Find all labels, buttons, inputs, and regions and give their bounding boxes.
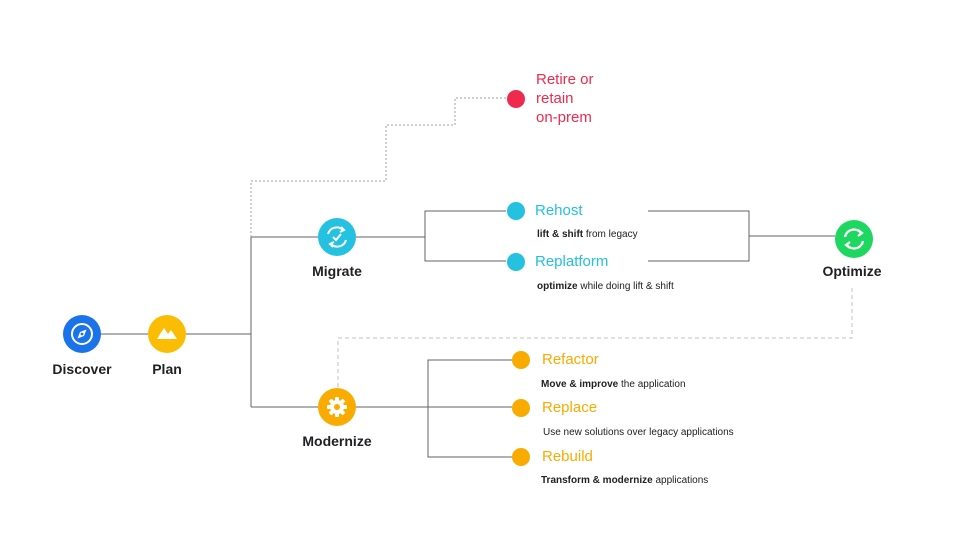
retire-dot <box>507 90 525 108</box>
replatform-dot <box>507 253 525 271</box>
rehost-desc-rest: from legacy <box>583 229 638 240</box>
modernize-label: Modernize <box>302 433 372 449</box>
retire-label: Retire or retain on-prem <box>536 70 594 127</box>
replatform-title: Replatform <box>535 253 609 270</box>
replatform-desc-rest: while doing lift & shift <box>577 281 674 292</box>
sync-check-icon <box>327 226 347 248</box>
rehost-dot <box>507 202 525 220</box>
discover-node <box>63 315 101 353</box>
retire-line-3: on-prem <box>536 109 592 126</box>
migrate-label: Migrate <box>312 263 362 279</box>
replace-dot <box>512 399 530 417</box>
discover-label: Discover <box>52 361 112 377</box>
replace-title: Replace <box>542 399 598 416</box>
optimize-node <box>835 220 873 258</box>
plan-node <box>148 315 186 353</box>
replace-desc-rest: Use new solutions over legacy applicatio… <box>543 427 734 438</box>
rehost-title: Rehost <box>535 202 583 219</box>
modernize-split <box>427 359 512 458</box>
refactor-title: Refactor <box>542 351 599 368</box>
optimize-label: Optimize <box>822 263 882 279</box>
plan-label: Plan <box>152 361 182 377</box>
compass-icon <box>71 323 93 345</box>
retire-line-2: retain <box>536 90 574 107</box>
migrate-node <box>318 218 356 256</box>
retire-dotted-connector <box>250 97 506 237</box>
refactor-description: Move & improve the application <box>541 379 686 390</box>
migrate-split <box>424 210 506 262</box>
rebuild-desc-rest: applications <box>652 475 709 486</box>
gear-icon <box>327 397 347 417</box>
refactor-dot <box>512 351 530 369</box>
replatform-description: optimize while doing lift & shift <box>537 281 674 292</box>
rehost-desc-bold: lift & shift <box>537 229 584 240</box>
rebuild-dot <box>512 448 530 466</box>
refactor-desc-rest: the application <box>618 379 686 390</box>
optimize-feedback-dashed <box>337 288 853 388</box>
refresh-icon <box>843 228 865 250</box>
replatform-desc-bold: optimize <box>537 281 578 292</box>
mountain-icon <box>157 328 177 339</box>
modernize-node <box>318 388 356 426</box>
rebuild-desc-bold: Transform & modernize <box>541 475 653 486</box>
rehost-description: lift & shift from legacy <box>537 229 638 240</box>
optimize-merge <box>648 210 750 262</box>
rebuild-description: Transform & modernize applications <box>541 475 708 486</box>
rebuild-title: Rebuild <box>542 448 593 465</box>
replace-description: Use new solutions over legacy applicatio… <box>543 427 734 438</box>
connectors <box>101 210 835 458</box>
retire-line-1: Retire or <box>536 71 594 88</box>
refactor-desc-bold: Move & improve <box>541 379 619 390</box>
